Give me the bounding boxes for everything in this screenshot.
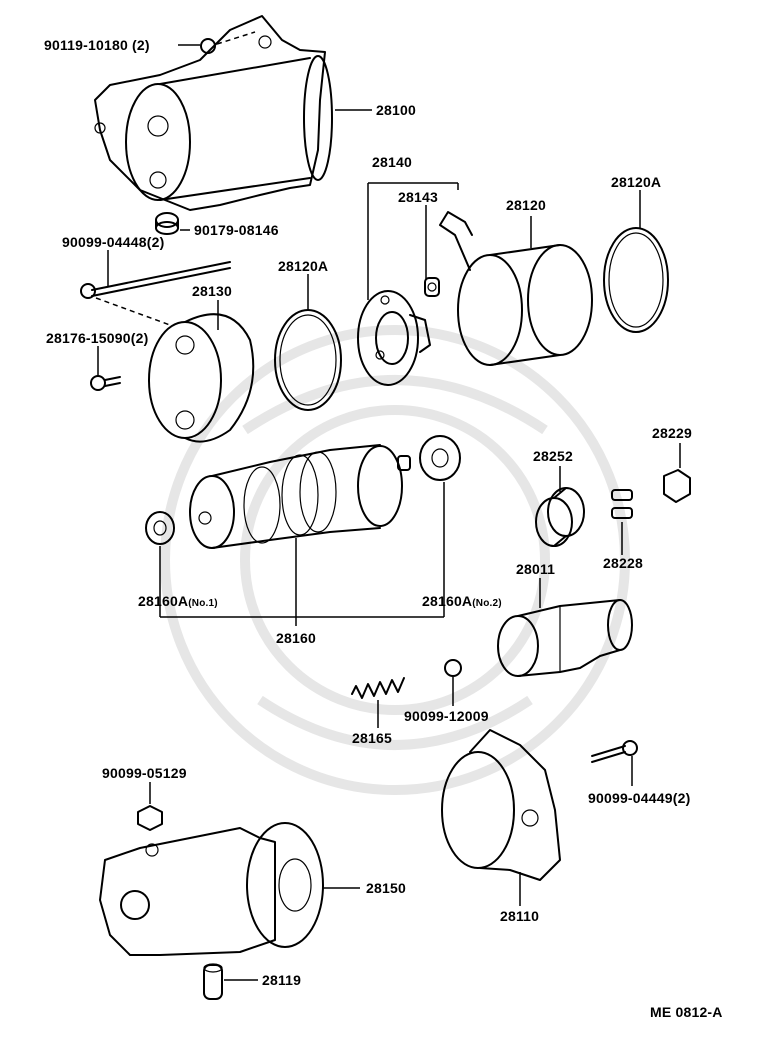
- label-28150: 28150: [366, 880, 406, 896]
- part-28176-drawing: [90, 375, 121, 391]
- part-90099-04449-drawing: [591, 740, 638, 763]
- label-28120A-right: 28120A: [611, 174, 662, 190]
- label-28160A-no2-suffix: (No.2): [472, 598, 502, 609]
- label-90119: 90119-10180 (2): [44, 37, 150, 53]
- label-28165: 28165: [352, 730, 392, 746]
- part-28120-drawing: [439, 211, 593, 366]
- part-28150-drawing: [99, 822, 324, 956]
- part-28110-drawing: [441, 729, 561, 881]
- part-28119-drawing: [203, 963, 223, 1000]
- part-90119-drawing: [200, 31, 256, 54]
- part-28160A-no2-drawing: [419, 435, 461, 481]
- label-90099-12009: 90099-12009: [404, 708, 489, 724]
- diagram-code: ME 0812-A: [650, 1004, 723, 1020]
- part-28252-drawing: [535, 487, 585, 547]
- part-28130-drawing: [148, 313, 255, 443]
- part-28160-drawing: [189, 444, 411, 549]
- part-28140-drawing: [357, 290, 431, 386]
- label-28229: 28229: [652, 425, 692, 441]
- part-28100-drawing: [94, 15, 333, 211]
- part-28165-drawing: [351, 677, 405, 699]
- label-90099-05129: 90099-05129: [102, 765, 187, 781]
- part-28011-drawing: [497, 599, 633, 677]
- part-90179-drawing: [155, 212, 179, 235]
- label-28160: 28160: [276, 630, 316, 646]
- label-28160A-no1-part: 28160A: [138, 593, 189, 609]
- label-28252: 28252: [533, 448, 573, 464]
- label-90099-04448: 90099-04448(2): [62, 234, 165, 250]
- part-28143-drawing: [424, 277, 440, 297]
- part-28120A-ring-right: [603, 227, 669, 333]
- label-28120A-left: 28120A: [278, 258, 329, 274]
- part-28160A-no1-drawing: [145, 511, 175, 545]
- label-90099-04449: 90099-04449(2): [588, 790, 691, 806]
- part-28229-drawing: [663, 469, 691, 503]
- label-28100: 28100: [376, 102, 416, 118]
- label-28160A-no2-part: 28160A: [422, 593, 473, 609]
- label-28119: 28119: [262, 972, 302, 988]
- label-90179: 90179-08146: [194, 222, 279, 238]
- label-28120: 28120: [506, 197, 546, 213]
- label-28011: 28011: [516, 561, 556, 577]
- label-28176: 28176-15090(2): [46, 330, 149, 346]
- leader-lines: [97, 44, 681, 981]
- label-28160A-no1: 28160A(No.1): [138, 593, 218, 609]
- part-90099-12009-drawing: [444, 659, 462, 677]
- label-28143: 28143: [398, 189, 438, 205]
- label-28228: 28228: [603, 555, 643, 571]
- part-90099-05129-drawing: [137, 805, 163, 831]
- label-28110: 28110: [500, 908, 540, 924]
- label-28160A-no2: 28160A(No.2): [422, 593, 502, 609]
- watermark-emblem: [160, 325, 630, 795]
- label-28160A-no1-suffix: (No.1): [188, 598, 218, 609]
- part-90099-04448-drawing: [80, 261, 231, 326]
- label-28140: 28140: [372, 154, 412, 170]
- part-28228-drawing: [611, 489, 633, 519]
- label-28130: 28130: [192, 283, 232, 299]
